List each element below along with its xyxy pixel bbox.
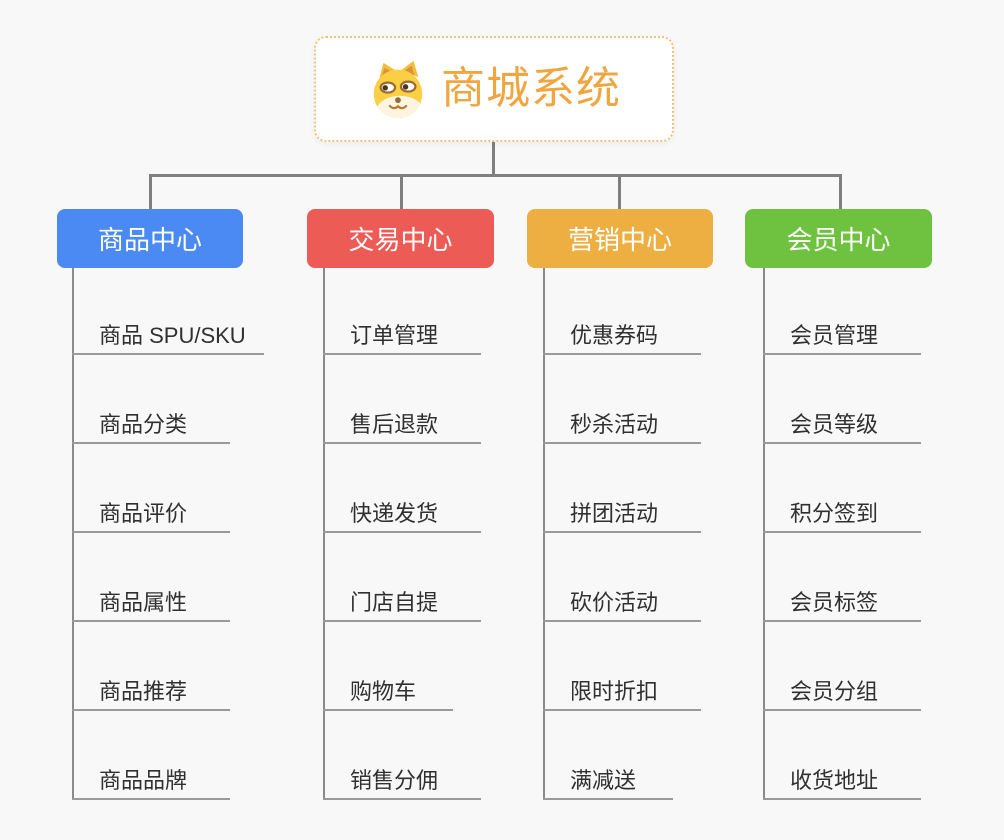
connector-drop-marketing — [618, 176, 621, 210]
connector-drop-member — [839, 176, 842, 210]
child-node-product-brand[interactable]: 商品品牌 — [72, 750, 230, 800]
child-node-label: 拼团活动 — [570, 500, 659, 526]
child-node-product-attribute[interactable]: 商品属性 — [72, 572, 230, 622]
branch-node-product-center[interactable]: 商品中心 — [57, 209, 243, 268]
child-node-label: 商品推荐 — [99, 678, 188, 704]
branch-node-trade-center[interactable]: 交易中心 — [307, 209, 494, 268]
child-node-label: 会员等级 — [790, 411, 879, 437]
child-node-member-group[interactable]: 会员分组 — [763, 661, 921, 711]
child-node-label: 商品分类 — [99, 411, 188, 437]
child-node-label: 砍价活动 — [570, 589, 659, 615]
child-node-product-recommend[interactable]: 商品推荐 — [72, 661, 230, 711]
connector-root-drop — [492, 141, 495, 175]
child-node-member-level[interactable]: 会员等级 — [763, 394, 921, 444]
child-node-sales-commission[interactable]: 销售分佣 — [323, 750, 481, 800]
child-node-label: 满减送 — [570, 767, 637, 793]
child-node-group-buy[interactable]: 拼团活动 — [543, 483, 701, 533]
child-node-shopping-cart[interactable]: 购物车 — [323, 661, 453, 711]
branch-trunk-marketing — [543, 268, 545, 800]
child-node-product-spu-sku[interactable]: 商品 SPU/SKU — [72, 305, 264, 355]
child-node-aftersale-refund[interactable]: 售后退款 — [323, 394, 481, 444]
child-node-full-reduction[interactable]: 满减送 — [543, 750, 673, 800]
root-node[interactable]: 商城系统 — [314, 36, 674, 142]
child-node-label: 商品评价 — [99, 500, 188, 526]
child-node-label: 会员管理 — [790, 322, 879, 348]
child-node-coupon-code[interactable]: 优惠券码 — [543, 305, 701, 355]
child-node-bargain-activity[interactable]: 砍价活动 — [543, 572, 701, 622]
child-node-label: 秒杀活动 — [570, 411, 659, 437]
connector-drop-trade — [400, 176, 403, 210]
child-node-label: 门店自提 — [350, 589, 439, 615]
child-node-express-delivery[interactable]: 快递发货 — [323, 483, 481, 533]
doge-icon — [373, 60, 423, 119]
child-node-label: 会员标签 — [790, 589, 879, 615]
child-node-label: 收货地址 — [790, 767, 879, 793]
child-node-label: 积分签到 — [790, 500, 879, 526]
child-node-product-review[interactable]: 商品评价 — [72, 483, 230, 533]
child-node-limited-time-discount[interactable]: 限时折扣 — [543, 661, 701, 711]
child-node-label: 购物车 — [350, 678, 417, 704]
branch-trunk-product — [72, 268, 74, 800]
child-node-store-pickup[interactable]: 门店自提 — [323, 572, 481, 622]
connector-horizontal — [149, 174, 842, 177]
child-node-points-checkin[interactable]: 积分签到 — [763, 483, 921, 533]
child-node-member-management[interactable]: 会员管理 — [763, 305, 921, 355]
child-node-label: 销售分佣 — [350, 767, 439, 793]
child-node-label: 售后退款 — [350, 411, 439, 437]
child-node-label: 限时折扣 — [570, 678, 659, 704]
child-node-label: 订单管理 — [350, 322, 439, 348]
child-node-label: 会员分组 — [790, 678, 879, 704]
child-node-label: 快递发货 — [350, 500, 439, 526]
child-node-order-management[interactable]: 订单管理 — [323, 305, 481, 355]
branch-trunk-trade — [323, 268, 325, 800]
branch-node-marketing-center[interactable]: 营销中心 — [527, 209, 713, 268]
child-node-label: 商品属性 — [99, 589, 188, 615]
child-node-label: 商品 SPU/SKU — [99, 322, 246, 348]
child-node-member-tag[interactable]: 会员标签 — [763, 572, 921, 622]
connector-drop-product — [149, 176, 152, 210]
root-title: 商城系统 — [441, 64, 621, 113]
branch-trunk-member — [763, 268, 765, 800]
branch-node-member-center[interactable]: 会员中心 — [745, 209, 932, 268]
child-node-label: 商品品牌 — [99, 767, 188, 793]
child-node-label: 优惠券码 — [570, 322, 659, 348]
child-node-shipping-address[interactable]: 收货地址 — [763, 750, 921, 800]
child-node-flash-sale[interactable]: 秒杀活动 — [543, 394, 701, 444]
child-node-product-category[interactable]: 商品分类 — [72, 394, 230, 444]
